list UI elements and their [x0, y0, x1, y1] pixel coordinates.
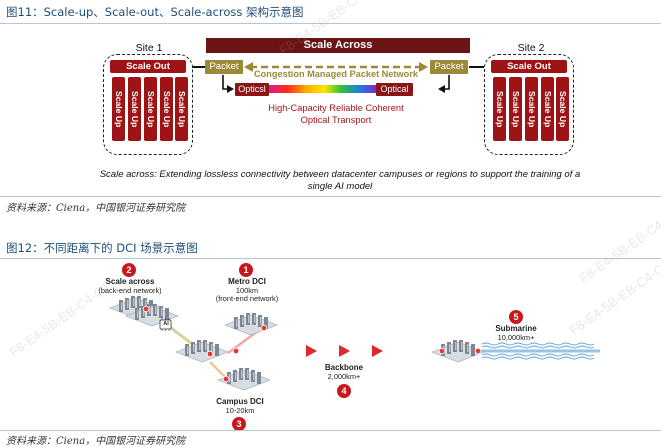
- caption-line-2: single AI model: [307, 181, 373, 192]
- badge-5: 5: [509, 310, 523, 324]
- optical-right: Optical: [376, 83, 413, 96]
- optical-transport-label: High-Capacity Reliable Coherent Optical …: [250, 102, 422, 126]
- ai-chip-icon: [159, 318, 172, 331]
- hub-datacenter: [175, 339, 229, 363]
- submarine-label: Submarine 10,000km+: [486, 324, 546, 342]
- campus-name: Campus DCI: [216, 397, 264, 406]
- badge-1: 1: [239, 263, 253, 277]
- scale-across-detail: (back-end network): [98, 285, 162, 295]
- campus-dci-label: Campus DCI 10-20km: [210, 397, 270, 415]
- submarine-name: Submarine: [495, 324, 537, 333]
- caption-line-1: Scale across: Extending lossless connect…: [99, 169, 581, 180]
- packet-left: Packet: [205, 60, 243, 74]
- backbone-distance: 2,000km+: [327, 371, 361, 381]
- site2-scale-up-2: Scale Up: [509, 77, 522, 141]
- backbone-label: Backbone 2,000km+: [316, 363, 372, 381]
- node-submarine: [474, 347, 482, 355]
- fig12-title-divider: [0, 258, 661, 259]
- site1-scale-out: Scale Out: [110, 60, 186, 73]
- node-metro: [260, 324, 268, 332]
- site1-scale-up-2: Scale Up: [128, 77, 141, 141]
- congestion-arrow-left: [244, 62, 253, 72]
- submarine-waves: [481, 342, 595, 360]
- site1-scale-up-1: Scale Up: [112, 77, 125, 141]
- fig11-connections: [192, 62, 484, 93]
- campus-fiber: [209, 361, 227, 379]
- site2-label: Site 2: [517, 42, 545, 54]
- submarine-distance: 10,000km+: [497, 332, 535, 342]
- scale-across-label: Scale across (back-end network): [95, 277, 165, 295]
- fig12-bottom-divider: [0, 430, 661, 431]
- fig11-caption: Scale across: Extending lossless connect…: [60, 169, 620, 193]
- node-hub: [206, 350, 214, 358]
- amplifier-triangle-3: [372, 345, 383, 357]
- site2-scale-up-4: Scale Up: [541, 77, 554, 141]
- badge-2: 2: [122, 263, 136, 277]
- backbone-name: Backbone: [324, 363, 364, 372]
- node-scale-across: [142, 305, 150, 313]
- transport-line-1: High-Capacity Reliable Coherent: [268, 103, 404, 113]
- scale-across-bar: Scale Across: [206, 38, 470, 53]
- fig11-source: 资料来源：Ciena，中国银河证券研究院: [6, 203, 186, 214]
- site2-scale-up-1: Scale Up: [493, 77, 506, 141]
- metro-name: Metro DCI: [228, 277, 266, 286]
- site1-label: Site 1: [135, 42, 163, 54]
- fig12-network-diagram: [109, 295, 600, 391]
- metro-dci-label: Metro DCI 100km (front-end network): [211, 277, 283, 304]
- transport-line-2: Optical Transport: [300, 115, 372, 125]
- optical-left: Opticsl: [235, 83, 269, 96]
- ai-chip-label: AI: [163, 321, 169, 327]
- metro-datacenter: [224, 312, 278, 336]
- scale-across-name: Scale across: [105, 277, 155, 286]
- metro-distance: 100km: [235, 285, 259, 295]
- site1-scale-up-5: Scale Up: [175, 77, 188, 141]
- metro-detail: (front-end network): [215, 294, 279, 303]
- fig11-bottom-divider: [0, 196, 661, 197]
- congestion-label: Congestion Managed Packet Network: [254, 69, 418, 79]
- node-backbone-start: [232, 347, 240, 355]
- fig12-source: 资料来源：Ciena，中国银河证券研究院: [6, 436, 186, 447]
- amplifier-triangle-2: [339, 345, 350, 357]
- site2-box: [484, 54, 574, 155]
- optical-spectrum-bar: [268, 85, 376, 93]
- site2-scale-out: Scale Out: [491, 60, 567, 73]
- figure-11-title: 图11：Scale-up、Scale-out、Scale-across 架构示意…: [6, 5, 304, 19]
- site1-scale-up-3: Scale Up: [144, 77, 157, 141]
- node-campus: [222, 375, 230, 383]
- badge-3: 3: [232, 417, 246, 431]
- site2-scale-up-3: Scale Up: [525, 77, 538, 141]
- node-backbone-end: [438, 347, 446, 355]
- congestion-arrow-right: [419, 62, 428, 72]
- site1-scale-up-4: Scale Up: [160, 77, 173, 141]
- site1-box: [103, 54, 193, 155]
- title-divider: [0, 23, 661, 24]
- badge-4: 4: [337, 384, 351, 398]
- figure-12-title: 图12：不同距离下的 DCI 场景示意图: [6, 241, 198, 255]
- amplifier-triangle-1: [306, 345, 317, 357]
- site2-scale-up-5: Scale Up: [556, 77, 569, 141]
- packet-right: Packet: [430, 60, 468, 74]
- campus-distance: 10-20km: [225, 405, 255, 415]
